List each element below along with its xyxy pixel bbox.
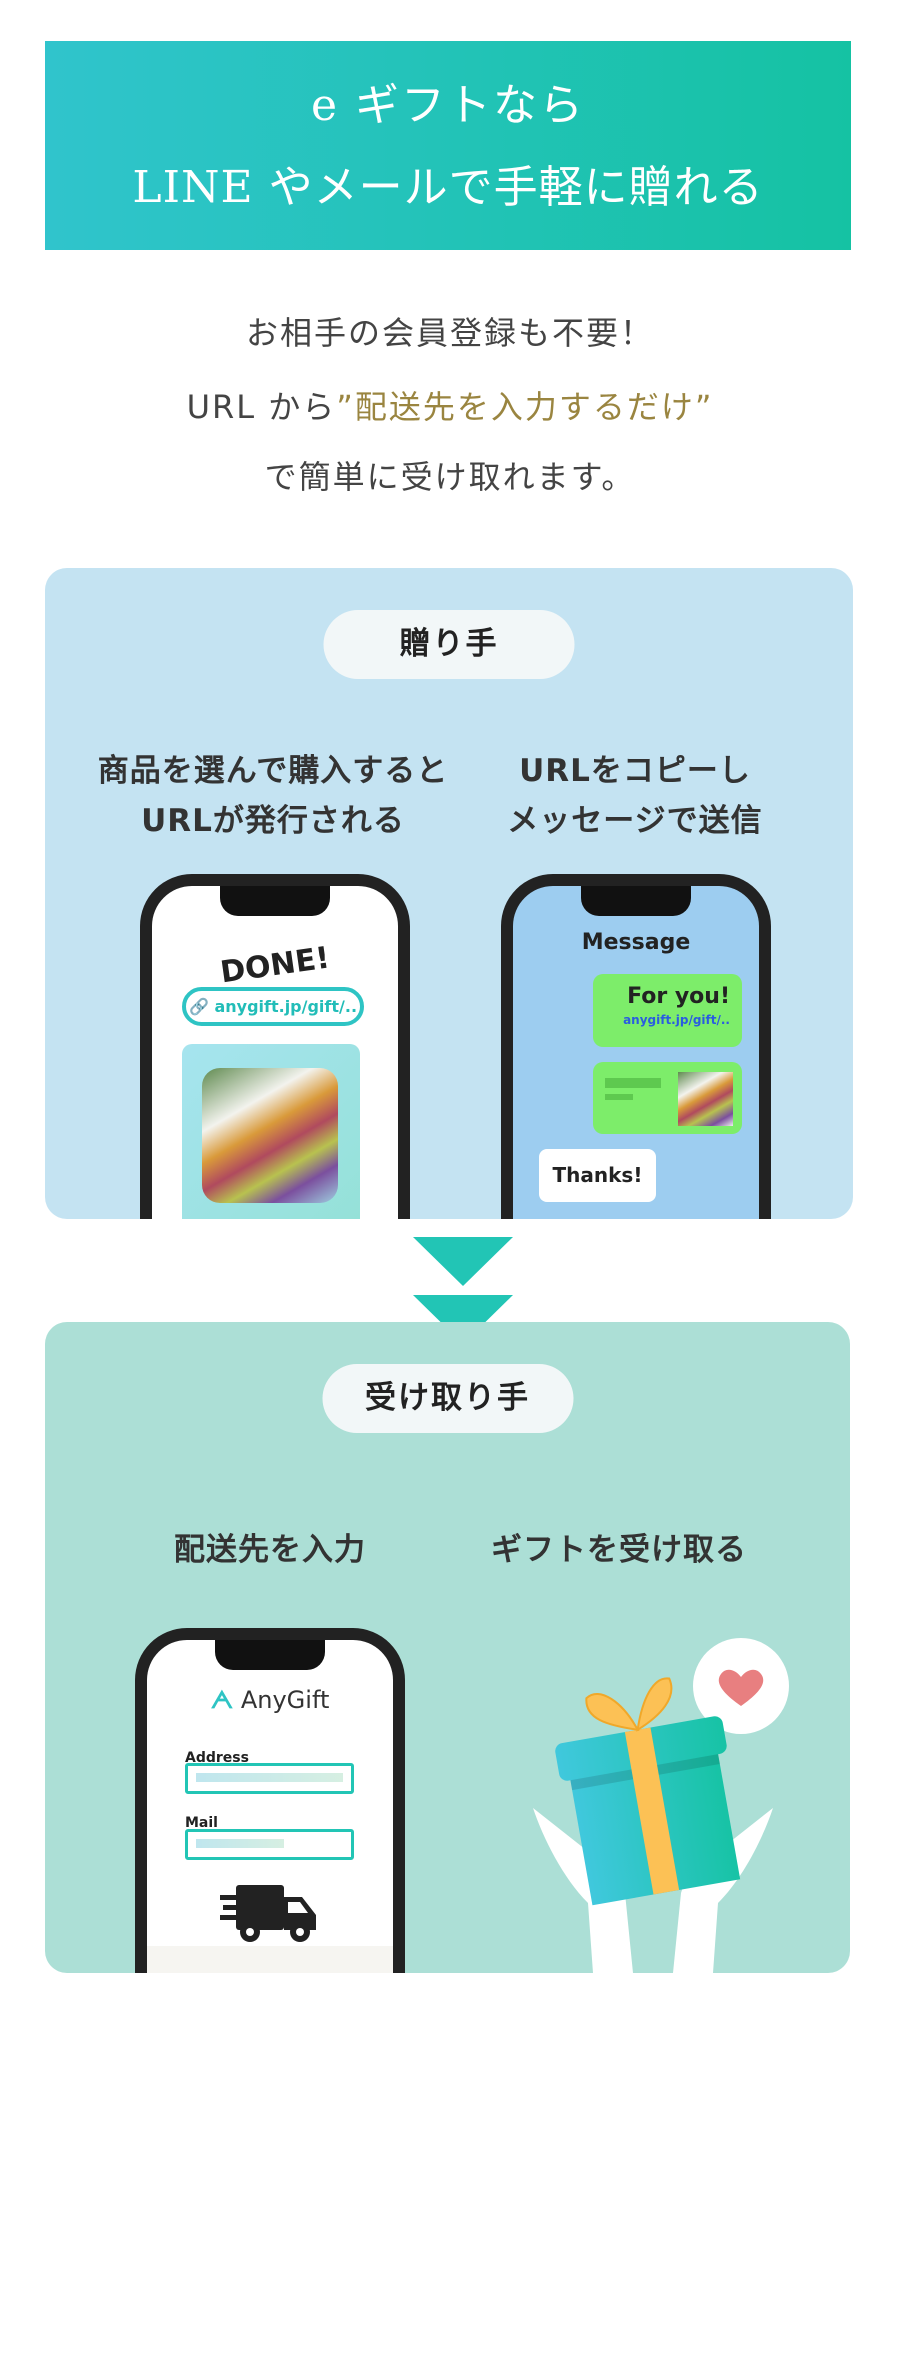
receiver-step1-caption: 配送先を入力 bbox=[174, 1532, 366, 1568]
mail-input[interactable] bbox=[185, 1829, 354, 1860]
caption-line: 商品を選んで購入すると bbox=[97, 753, 449, 789]
preview-thumbnail bbox=[678, 1072, 733, 1126]
sender-title: 贈り手 bbox=[323, 610, 575, 679]
anygift-logo-icon: ᗅ bbox=[210, 1686, 234, 1714]
address-input[interactable] bbox=[185, 1763, 354, 1794]
phone-address-form: ᗅ AnyGift Address Mail bbox=[135, 1628, 405, 1973]
message-title: Message bbox=[581, 930, 691, 955]
bubble-link[interactable]: anygift.jp/gift/.. bbox=[623, 1013, 730, 1027]
receiver-title: 受け取り手 bbox=[322, 1364, 573, 1433]
sender-card: 贈り手 商品を選んで購入すると URLが発行される URLをコピーし メッセージ… bbox=[45, 568, 853, 1219]
phone-message: Message For you! anygift.jp/gift/.. Than… bbox=[501, 874, 771, 1219]
lead-line2-prefix: URL から bbox=[186, 388, 337, 426]
caption-line: URLが発行される bbox=[141, 803, 405, 839]
preview-placeholder bbox=[605, 1094, 633, 1100]
form-footer bbox=[147, 1946, 393, 1973]
brand-name: AnyGift bbox=[240, 1686, 330, 1714]
banner-title-line1: e ギフトなら bbox=[310, 80, 586, 131]
lead-highlight: ”配送先を入力するだけ” bbox=[336, 388, 714, 426]
link-icon: 🔗 bbox=[188, 997, 209, 1016]
anygift-logo: ᗅ AnyGift bbox=[147, 1686, 393, 1714]
macaron-photo bbox=[202, 1068, 338, 1203]
lead-line2: URL から”配送先を入力するだけ” bbox=[0, 382, 900, 428]
gift-box-illustration bbox=[533, 1638, 789, 1973]
caption-line: URLをコピーし bbox=[519, 753, 751, 789]
phone-screen: Message For you! anygift.jp/gift/.. Than… bbox=[513, 886, 759, 1219]
lead-line1: お相手の会員登録も不要！ bbox=[245, 314, 654, 352]
phone-screen: DONE! 🔗 anygift.jp/gift/.. bbox=[152, 886, 398, 1219]
gift-url: anygift.jp/gift/.. bbox=[214, 997, 358, 1016]
down-arrow bbox=[413, 1237, 513, 1286]
sender-step2-caption: URLをコピーし メッセージで送信 bbox=[435, 746, 835, 846]
phone-notch bbox=[581, 886, 691, 916]
reply-bubble: Thanks! bbox=[539, 1149, 656, 1202]
sender-step1-caption: 商品を選んで購入すると URLが発行される bbox=[73, 746, 473, 846]
gift-url-pill: 🔗 anygift.jp/gift/.. bbox=[182, 987, 364, 1026]
message-bubble-gift: For you! anygift.jp/gift/.. bbox=[593, 974, 742, 1047]
receiver-card: 受け取り手 配送先を入力 ギフトを受け取る ᗅ AnyGift Address … bbox=[45, 1322, 850, 1973]
message-bubble-preview bbox=[593, 1062, 742, 1134]
phone-screen: ᗅ AnyGift Address Mail bbox=[147, 1640, 393, 1973]
delivery-truck-icon bbox=[220, 1885, 316, 1942]
gift-box bbox=[555, 1677, 741, 1906]
receiver-step2-caption: ギフトを受け取る bbox=[491, 1532, 747, 1568]
address-label: Address bbox=[185, 1750, 249, 1766]
preview-placeholder bbox=[605, 1078, 661, 1088]
gift-card bbox=[182, 1044, 360, 1219]
phone-done: DONE! 🔗 anygift.jp/gift/.. bbox=[140, 874, 410, 1219]
banner-title-line2: LINE やメールで手軽に贈れる bbox=[132, 162, 764, 213]
phone-notch bbox=[215, 1640, 325, 1670]
mail-label: Mail bbox=[185, 1815, 218, 1831]
lead-line3: で簡単に受け取れます。 bbox=[264, 458, 636, 496]
caption-line: メッセージで送信 bbox=[507, 803, 763, 839]
bubble-text: For you! bbox=[627, 984, 730, 1009]
hero-banner: e ギフトなら LINE やメールで手軽に贈れる bbox=[45, 41, 851, 250]
phone-notch bbox=[220, 886, 330, 916]
